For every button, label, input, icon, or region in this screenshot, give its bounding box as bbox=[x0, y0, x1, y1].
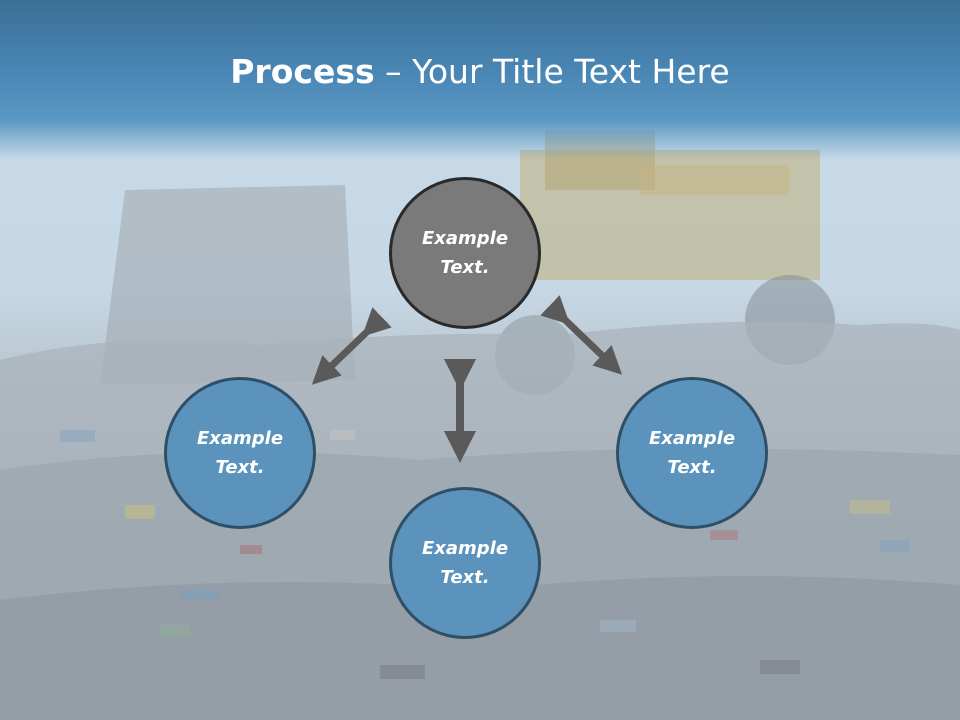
title-dash: – bbox=[374, 52, 413, 91]
arrow-center-right bbox=[540, 295, 623, 375]
circle-left: Example Text. bbox=[164, 377, 316, 529]
circle-left-text: Example Text. bbox=[196, 428, 284, 478]
circle-right: Example Text. bbox=[616, 377, 768, 529]
circle-bottom: Example Text. bbox=[389, 487, 541, 639]
title-rest: Your Title Text Here bbox=[412, 52, 730, 91]
arrow-center-left bbox=[311, 307, 392, 385]
circle-center: Example Text. bbox=[389, 177, 541, 329]
slide-title: Process – Your Title Text Here bbox=[0, 52, 960, 91]
circle-right-text: Example Text. bbox=[648, 428, 736, 478]
circle-bottom-text: Example Text. bbox=[421, 538, 509, 588]
title-bold: Process bbox=[230, 52, 375, 91]
title-bar bbox=[0, 0, 960, 160]
circle-center-text: Example Text. bbox=[421, 228, 509, 278]
